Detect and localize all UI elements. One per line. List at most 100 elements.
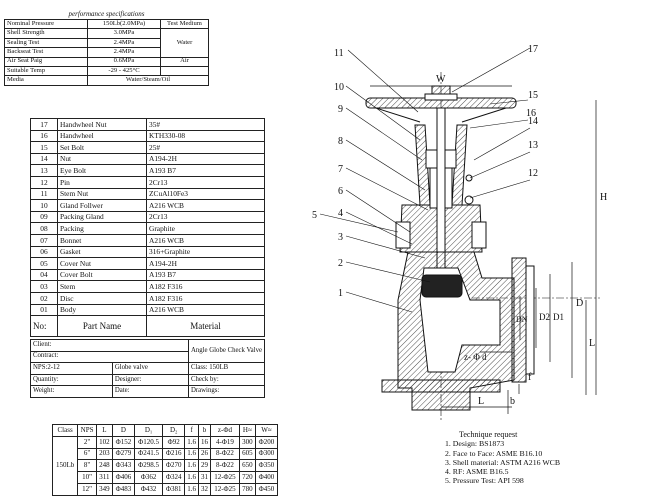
dims-cell: Φ324 [162, 471, 186, 484]
parts-no: 12 [30, 175, 58, 189]
dim-h: H [600, 192, 607, 203]
dims-cell: 1.6 [184, 435, 200, 449]
perf-value: Water/Steam/Oil [87, 75, 209, 86]
product-name: Angle Globe Check Valve [187, 338, 266, 364]
callout-14: 14 [528, 116, 538, 127]
dims-cell: Φ362 [133, 471, 164, 484]
dims-cell: Φ343 [111, 459, 135, 473]
technique-item: 5. Pressure Test: API 598 [445, 476, 524, 486]
parts-material: 2Cr13 [146, 210, 265, 224]
parts-no: 15 [30, 141, 58, 154]
parts-material: KTH330-08 [146, 129, 265, 143]
dims-cell: Φ432 [133, 482, 164, 496]
technique-title: Technique request [459, 430, 518, 439]
handwheel [365, 85, 517, 123]
performance-spec-table: performance specifications Nominal Press… [4, 10, 209, 86]
dims-cell: Φ400 [254, 471, 279, 484]
dims-header: NPS [77, 424, 97, 437]
callout-10: 10 [334, 82, 344, 93]
parts-name: Set Bolt [57, 141, 147, 154]
parts-material: A216 WCB [146, 199, 265, 212]
dim-l-horizontal: L [478, 396, 484, 407]
callout-6: 6 [338, 186, 343, 197]
dim-f: f [528, 372, 532, 383]
technique-item: 4. RF: ASME B16.5 [445, 467, 509, 476]
parts-header-name: Part Name [57, 315, 147, 338]
stem [436, 107, 446, 269]
dims-header: D [111, 424, 135, 437]
parts-material: Graphite [146, 222, 265, 235]
callout-2: 2 [338, 258, 343, 269]
callout-7: 7 [338, 164, 343, 175]
dim-l-vertical: L [589, 338, 595, 349]
parts-material: 35# [146, 118, 265, 131]
dims-cell: Φ450 [254, 482, 279, 496]
technique-item: 1. Design: BS1873 [445, 439, 505, 449]
dims-cell: 1.6 [184, 447, 200, 461]
dims-cell: Φ298.5 [133, 459, 164, 473]
title-block-table: Client: Angle Globe Check Valve Contract… [30, 338, 266, 398]
dims-header: D₁ [133, 424, 164, 437]
dims-cell: 32 [198, 482, 211, 496]
dims-header: D₂ [162, 424, 186, 437]
dims-cell: Φ483 [111, 482, 135, 496]
callout-8: 8 [338, 136, 343, 147]
valve-body [381, 251, 535, 411]
dim-d1: D1 [553, 312, 564, 322]
dims-cell: 4-Φ19 [209, 435, 240, 449]
parts-header-material: Material [146, 315, 265, 338]
callout-3: 3 [338, 232, 343, 243]
callout-leaders [319, 47, 531, 313]
dims-cell: Φ381 [162, 482, 186, 496]
dims-cell: Φ350 [254, 459, 279, 473]
dims-cell: Φ216 [162, 447, 186, 461]
parts-material: A193 B7 [146, 164, 265, 177]
dims-cell: Φ270 [162, 459, 186, 473]
callout-15: 15 [528, 90, 538, 101]
parts-name: Eye Bolt [57, 164, 147, 177]
parts-material: 25# [146, 141, 265, 154]
dim-b: b [510, 396, 515, 407]
dims-cell: 1.6 [184, 482, 200, 496]
callout-1: 1 [338, 288, 343, 299]
dim-d2: D2 [539, 312, 550, 322]
performance-title: performance specifications [68, 10, 145, 18]
callout-16: 16 [526, 108, 536, 119]
dims-cell: Φ241.5 [133, 447, 164, 461]
callout-9: 9 [338, 104, 343, 115]
callout-12: 12 [528, 168, 538, 179]
callout-11: 11 [334, 48, 344, 59]
technique-request: Technique request 1. Design: BS1873 2. F… [445, 430, 645, 485]
date-label: Date: [111, 385, 189, 398]
technique-item: 2. Face to Face: ASME B16.10 [445, 448, 543, 458]
parts-material: A194-2H [146, 152, 265, 166]
technique-item: 3. Shell material: ASTM A216 WCB [445, 457, 561, 467]
callout-labels: 1 2 3 4 5 6 7 8 9 10 11 12 13 14 15 16 1… [312, 44, 538, 299]
callout-17: 17 [528, 44, 538, 55]
dim-d: D [576, 298, 583, 309]
dims-header: W≈ [254, 424, 279, 437]
dims-cell: Φ120.5 [133, 435, 164, 449]
